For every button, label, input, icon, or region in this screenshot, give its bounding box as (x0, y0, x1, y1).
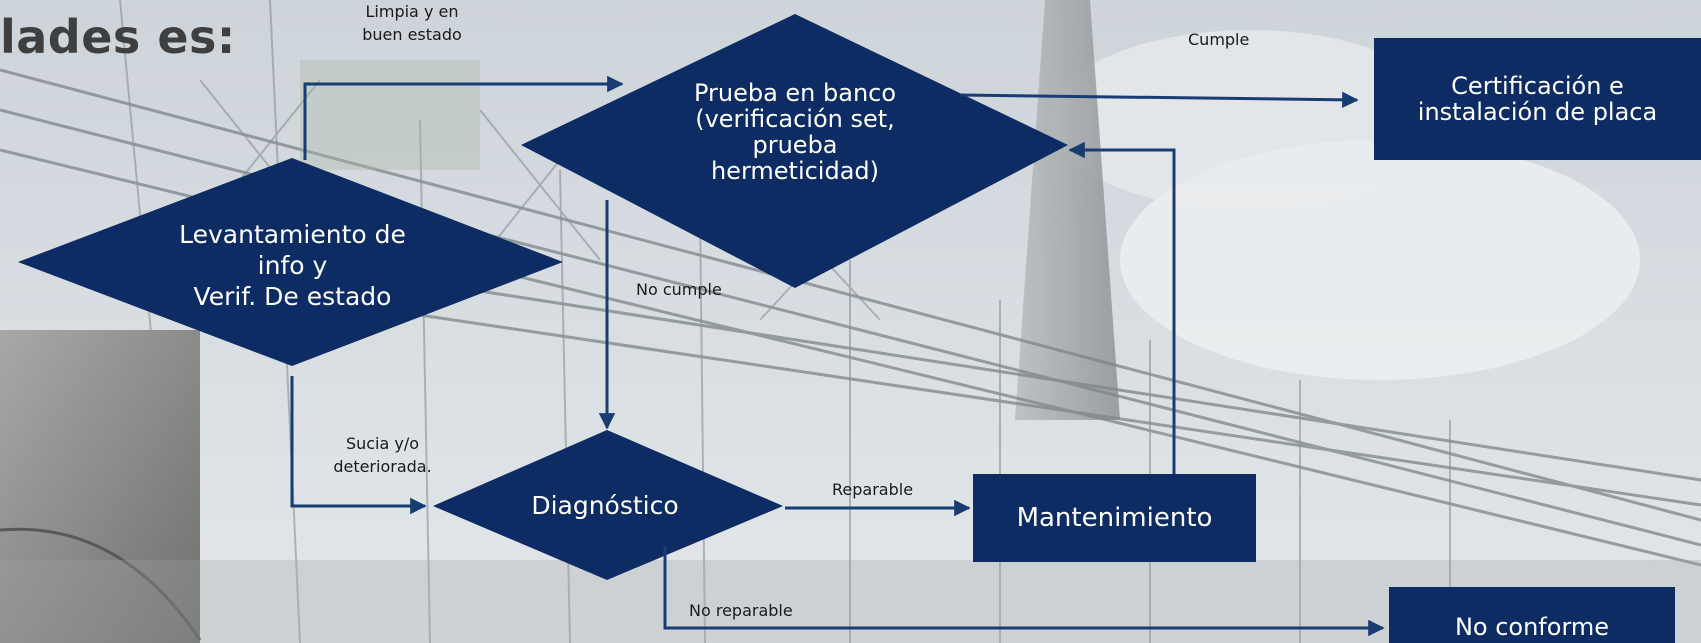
edge-label-limpia: Limpia y en buen estado (362, 2, 462, 45)
no-conforme-box: No conforme (1389, 587, 1675, 643)
mantenimiento-box: Mantenimiento (973, 474, 1256, 562)
edge-limpia (303, 75, 624, 160)
prueba-diamond (521, 14, 1068, 288)
levantamiento-diamond (18, 158, 563, 366)
diagnostico-diamond (433, 430, 783, 580)
edge-label-sucia: Sucia y/o deteriorada. (333, 434, 432, 477)
edge-no-reparable (663, 546, 1385, 637)
edge-cumple (959, 91, 1359, 109)
edge-sucia (290, 376, 427, 515)
edge-mantenimiento-retorno (1068, 141, 1176, 474)
levantamiento-label: Levantamiento de info y Verif. De estado (179, 220, 406, 311)
certificacion-box: Certificación e instalación de placa (1374, 38, 1701, 160)
certificacion-label: Certificación e instalación de placa (1417, 72, 1658, 126)
diagnostico-label: Diagnóstico (531, 491, 679, 520)
edge-label-cumple: Cumple (1188, 30, 1250, 49)
edge-label-no-reparable: No reparable (689, 601, 793, 620)
page-heading: lades es: (0, 10, 236, 64)
no-conforme-label: No conforme (1454, 613, 1610, 641)
prueba-label: Prueba en banco (verificación set, prueb… (693, 79, 897, 185)
mantenimiento-label: Mantenimiento (1016, 503, 1213, 533)
edge-label-reparable: Reparable (832, 480, 914, 499)
edge-label-no-cumple: No cumple (636, 280, 722, 299)
